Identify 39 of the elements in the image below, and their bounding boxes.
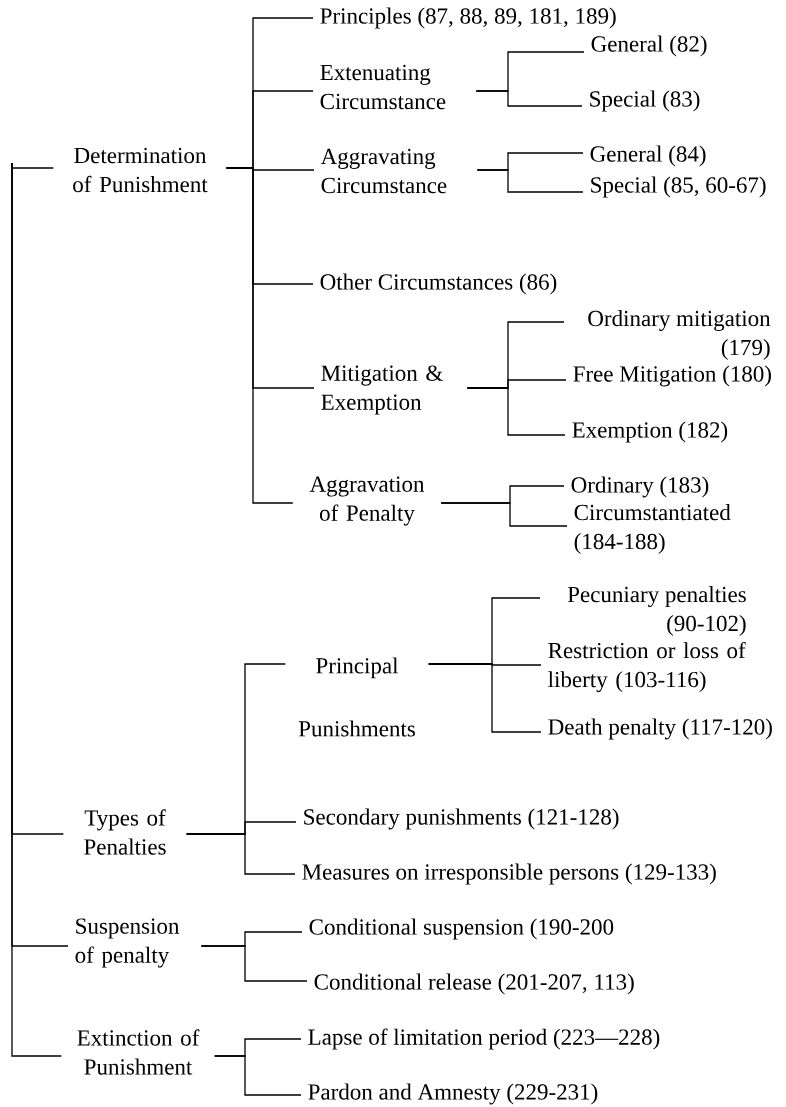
- bracket-line: [186, 833, 296, 875]
- branch-label: Extenuating Circumstance: [320, 64, 446, 110]
- branch-label: Aggravation of Penalty: [309, 476, 425, 526]
- branch-label: Death penalty (117-120): [548, 718, 772, 740]
- bracket-line: [466, 387, 566, 436]
- branch-label: Restriction or loss of liberty (103-116): [548, 641, 746, 693]
- branch-label: Conditional release (201-207, 113): [314, 973, 634, 995]
- branch-label: Special (85, 60-67): [591, 176, 766, 198]
- branch-label: General (84): [590, 145, 706, 167]
- branch-label: Extinction of Punishment: [77, 1029, 200, 1075]
- branch-label: Types of Penalties: [84, 809, 166, 855]
- branch-label: Pardon and Amnesty (229-231): [308, 1083, 598, 1105]
- bracket-line: [214, 1055, 302, 1096]
- branch-label: Principal Punishments: [298, 657, 415, 737]
- branch-label: General (82): [591, 35, 707, 57]
- branch-label: Determination of Punishment: [73, 147, 208, 193]
- branch-label: Special (83): [590, 90, 700, 112]
- bracket-line: [440, 502, 568, 527]
- branch-label: Lapse of limitation period (223—228): [308, 1028, 660, 1050]
- bracket-line: [11, 162, 62, 1057]
- branch-label: Aggravating Circumstance: [320, 148, 447, 194]
- branch-label: Pecuniary penalties (90-102): [567, 586, 746, 636]
- branch-label: Circumstantiated (184-188): [574, 504, 731, 554]
- branch-label: Principles (87, 88, 89, 181, 189): [320, 7, 616, 29]
- branch-label: Ordinary (183): [571, 476, 709, 498]
- branch-label: Conditional suspension (190-200: [309, 918, 614, 940]
- bracket-line: [428, 663, 542, 733]
- branch-label: Secondary punishments (121-128): [304, 808, 619, 830]
- branch-label: Mitigation & Exemption: [321, 365, 443, 415]
- bracket-line: [226, 167, 294, 504]
- branch-label: Ordinary mitigation (179): [588, 310, 771, 360]
- branch-label: Measures on irresponsible persons (129-133): [302, 863, 716, 885]
- branch-label: Suspension of penalty: [75, 918, 180, 968]
- branch-label: Other Circumstances (86): [320, 273, 557, 295]
- bracket-line: [475, 90, 583, 107]
- bracket-line: [476, 169, 584, 193]
- bracket-line: [200, 945, 308, 982]
- branch-label: Free Mitigation (180): [573, 365, 771, 387]
- branch-label: Exemption (182): [572, 421, 728, 443]
